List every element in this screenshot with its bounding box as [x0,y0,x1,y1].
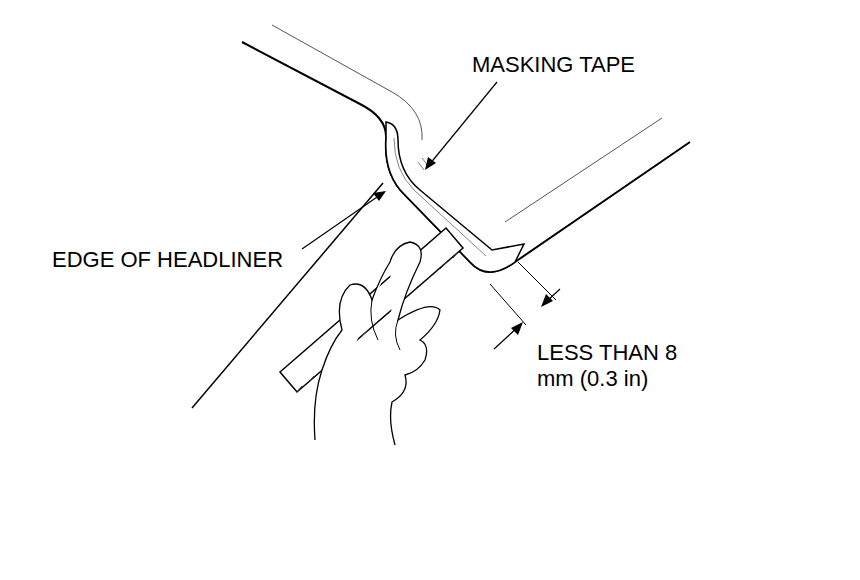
leader-line [302,195,380,249]
arrowhead [425,157,436,170]
leader-line [429,82,497,165]
extension-line [490,262,556,325]
dimension-label: LESS THAN 8 mm (0.3 in) [537,340,679,392]
hand-detail [371,300,400,350]
roof-contour [272,25,422,140]
headliner-outline [242,42,690,272]
hand [314,242,440,445]
arrowhead [373,191,386,201]
arrowhead [541,294,553,307]
part-label: EDGE OF HEADLINER [52,247,283,273]
arrowhead [511,322,523,335]
part-label: MASKING TAPE [472,52,635,78]
roof-contour [505,118,662,222]
